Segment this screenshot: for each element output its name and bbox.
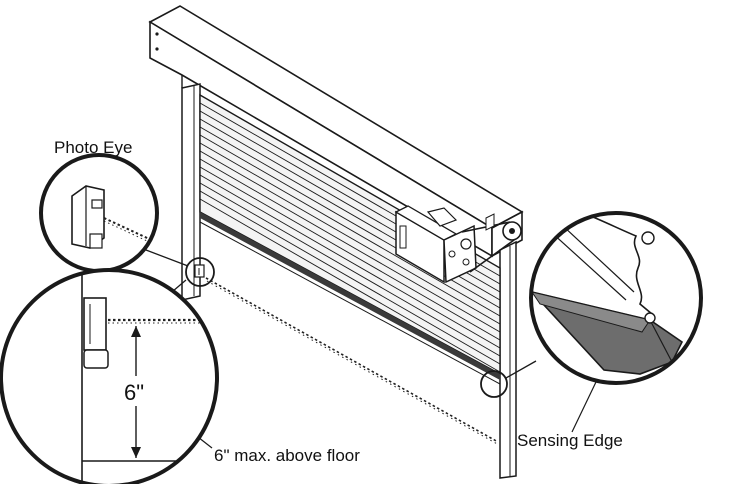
- dimension-arrow-bottom: [131, 447, 141, 458]
- photo-eye-callout-circle: [185, 257, 215, 287]
- sensing-edge-detail: [529, 211, 703, 385]
- bottom-bar: [200, 212, 500, 380]
- floor-mount-detail: [0, 268, 219, 488]
- photo-eye-sensor-small: [194, 264, 205, 278]
- right-guide-post: [499, 240, 517, 479]
- sensing-edge-label: Sensing Edge: [517, 431, 623, 450]
- left-guide-post: [181, 83, 201, 301]
- photo-eye-detail: [39, 153, 159, 273]
- sensing-edge-detail-border: [529, 211, 703, 385]
- motor-operator: [394, 205, 522, 284]
- photo-eye-beam: [205, 277, 500, 446]
- photo-eye-label: Photo Eye: [54, 138, 132, 157]
- sensing-edge-callout-circle: [480, 370, 508, 398]
- six-inch-label: 6": [124, 380, 144, 405]
- door-curtain: [199, 93, 501, 385]
- dimension-arrow-top: [131, 326, 141, 337]
- max-above-floor-label: 6" max. above floor: [214, 446, 360, 465]
- dimension-label-bg: [122, 376, 156, 406]
